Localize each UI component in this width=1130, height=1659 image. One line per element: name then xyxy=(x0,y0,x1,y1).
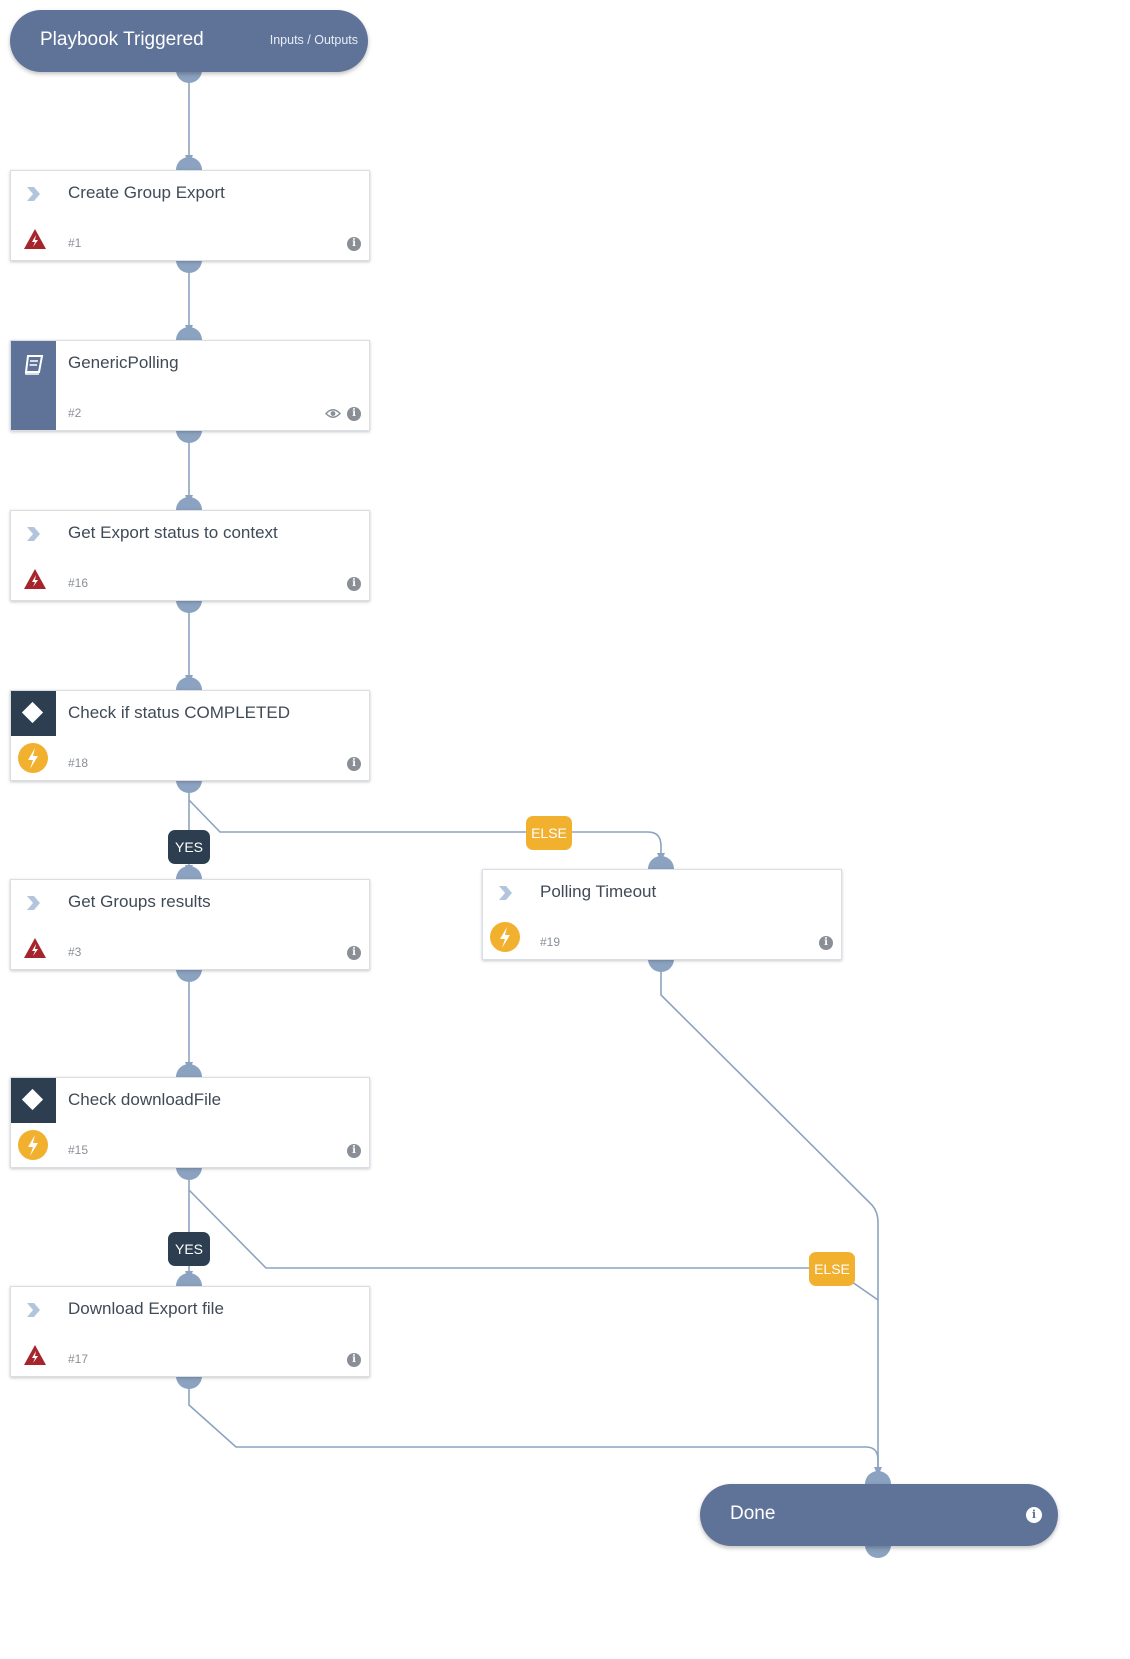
playbook-triggered-node[interactable]: Playbook Triggered Inputs / Outputs xyxy=(10,10,368,72)
task-id: #18 xyxy=(68,756,89,770)
task-download-export-file[interactable]: Download Export file #17 i xyxy=(10,1286,370,1377)
bolt-icon xyxy=(18,1130,48,1160)
edge-15-else-to-done xyxy=(188,1189,879,1301)
condition-diamond-icon xyxy=(11,691,56,736)
book-icon xyxy=(24,355,44,375)
yes-label[interactable]: YES xyxy=(168,1232,210,1266)
task-id: #16 xyxy=(68,576,89,590)
end-title: Done xyxy=(730,1503,776,1524)
task-check-downloadfile[interactable]: Check downloadFile #15 i xyxy=(10,1077,370,1168)
task-title: Check downloadFile xyxy=(68,1090,222,1109)
info-icon[interactable]: i xyxy=(347,946,361,960)
eye-icon[interactable] xyxy=(325,408,341,419)
warning-bolt-icon xyxy=(24,938,46,958)
edge-18-else-to-19 xyxy=(188,799,665,862)
task-title: Create Group Export xyxy=(68,183,225,202)
info-icon[interactable]: i xyxy=(347,577,361,591)
task-id: #15 xyxy=(68,1143,89,1157)
warning-bolt-icon xyxy=(24,229,46,249)
task-title: Get Groups results xyxy=(68,892,211,911)
task-id: #17 xyxy=(68,1352,89,1366)
chevron-right-icon xyxy=(499,886,512,900)
task-title: Download Export file xyxy=(68,1299,224,1318)
task-create-group-export[interactable]: Create Group Export #1 i xyxy=(10,170,370,261)
task-get-groups-results[interactable]: Get Groups results #3 i xyxy=(10,879,370,970)
info-icon[interactable]: i xyxy=(347,1144,361,1158)
task-genericpolling[interactable]: GenericPolling #2 i xyxy=(10,340,370,431)
chevron-right-icon xyxy=(27,527,40,541)
yes-label[interactable]: YES xyxy=(168,830,210,864)
bolt-icon xyxy=(490,922,520,952)
done-node[interactable]: Done i xyxy=(700,1484,1058,1546)
task-title: GenericPolling xyxy=(68,353,179,372)
condition-diamond-icon xyxy=(11,1078,56,1123)
task-get-export-status[interactable]: Get Export status to context #16 i xyxy=(10,510,370,601)
inputs-outputs-link[interactable]: Inputs / Outputs xyxy=(269,33,358,47)
bolt-icon xyxy=(18,743,48,773)
chevron-right-icon xyxy=(27,1303,40,1317)
info-icon[interactable]: i xyxy=(1026,1507,1042,1523)
task-title: Polling Timeout xyxy=(540,882,657,901)
edge-19-to-done xyxy=(660,968,882,1476)
else-label[interactable]: ELSE xyxy=(526,816,572,850)
task-title: Check if status COMPLETED xyxy=(68,703,291,722)
info-icon[interactable]: i xyxy=(347,1353,361,1367)
info-icon[interactable]: i xyxy=(347,407,361,421)
task-id: #2 xyxy=(68,406,82,420)
sub-playbook-bar xyxy=(11,341,56,430)
task-check-status-completed[interactable]: Check if status COMPLETED #18 i xyxy=(10,690,370,781)
task-title: Get Export status to context xyxy=(68,523,278,542)
info-icon[interactable]: i xyxy=(347,237,361,251)
task-id: #19 xyxy=(540,935,561,949)
info-icon[interactable]: i xyxy=(347,757,361,771)
task-id: #1 xyxy=(68,236,82,250)
chevron-right-icon xyxy=(27,187,40,201)
warning-bolt-icon xyxy=(24,1345,46,1365)
edge-17-to-done xyxy=(188,1388,879,1472)
task-id: #3 xyxy=(68,945,82,959)
connector-ports xyxy=(176,70,891,1558)
start-title: Playbook Triggered xyxy=(40,29,204,50)
task-polling-timeout[interactable]: Polling Timeout #19 i xyxy=(482,869,842,960)
chevron-right-icon xyxy=(27,896,40,910)
info-icon[interactable]: i xyxy=(819,936,833,950)
warning-bolt-icon xyxy=(24,569,46,589)
else-label[interactable]: ELSE xyxy=(809,1252,855,1286)
